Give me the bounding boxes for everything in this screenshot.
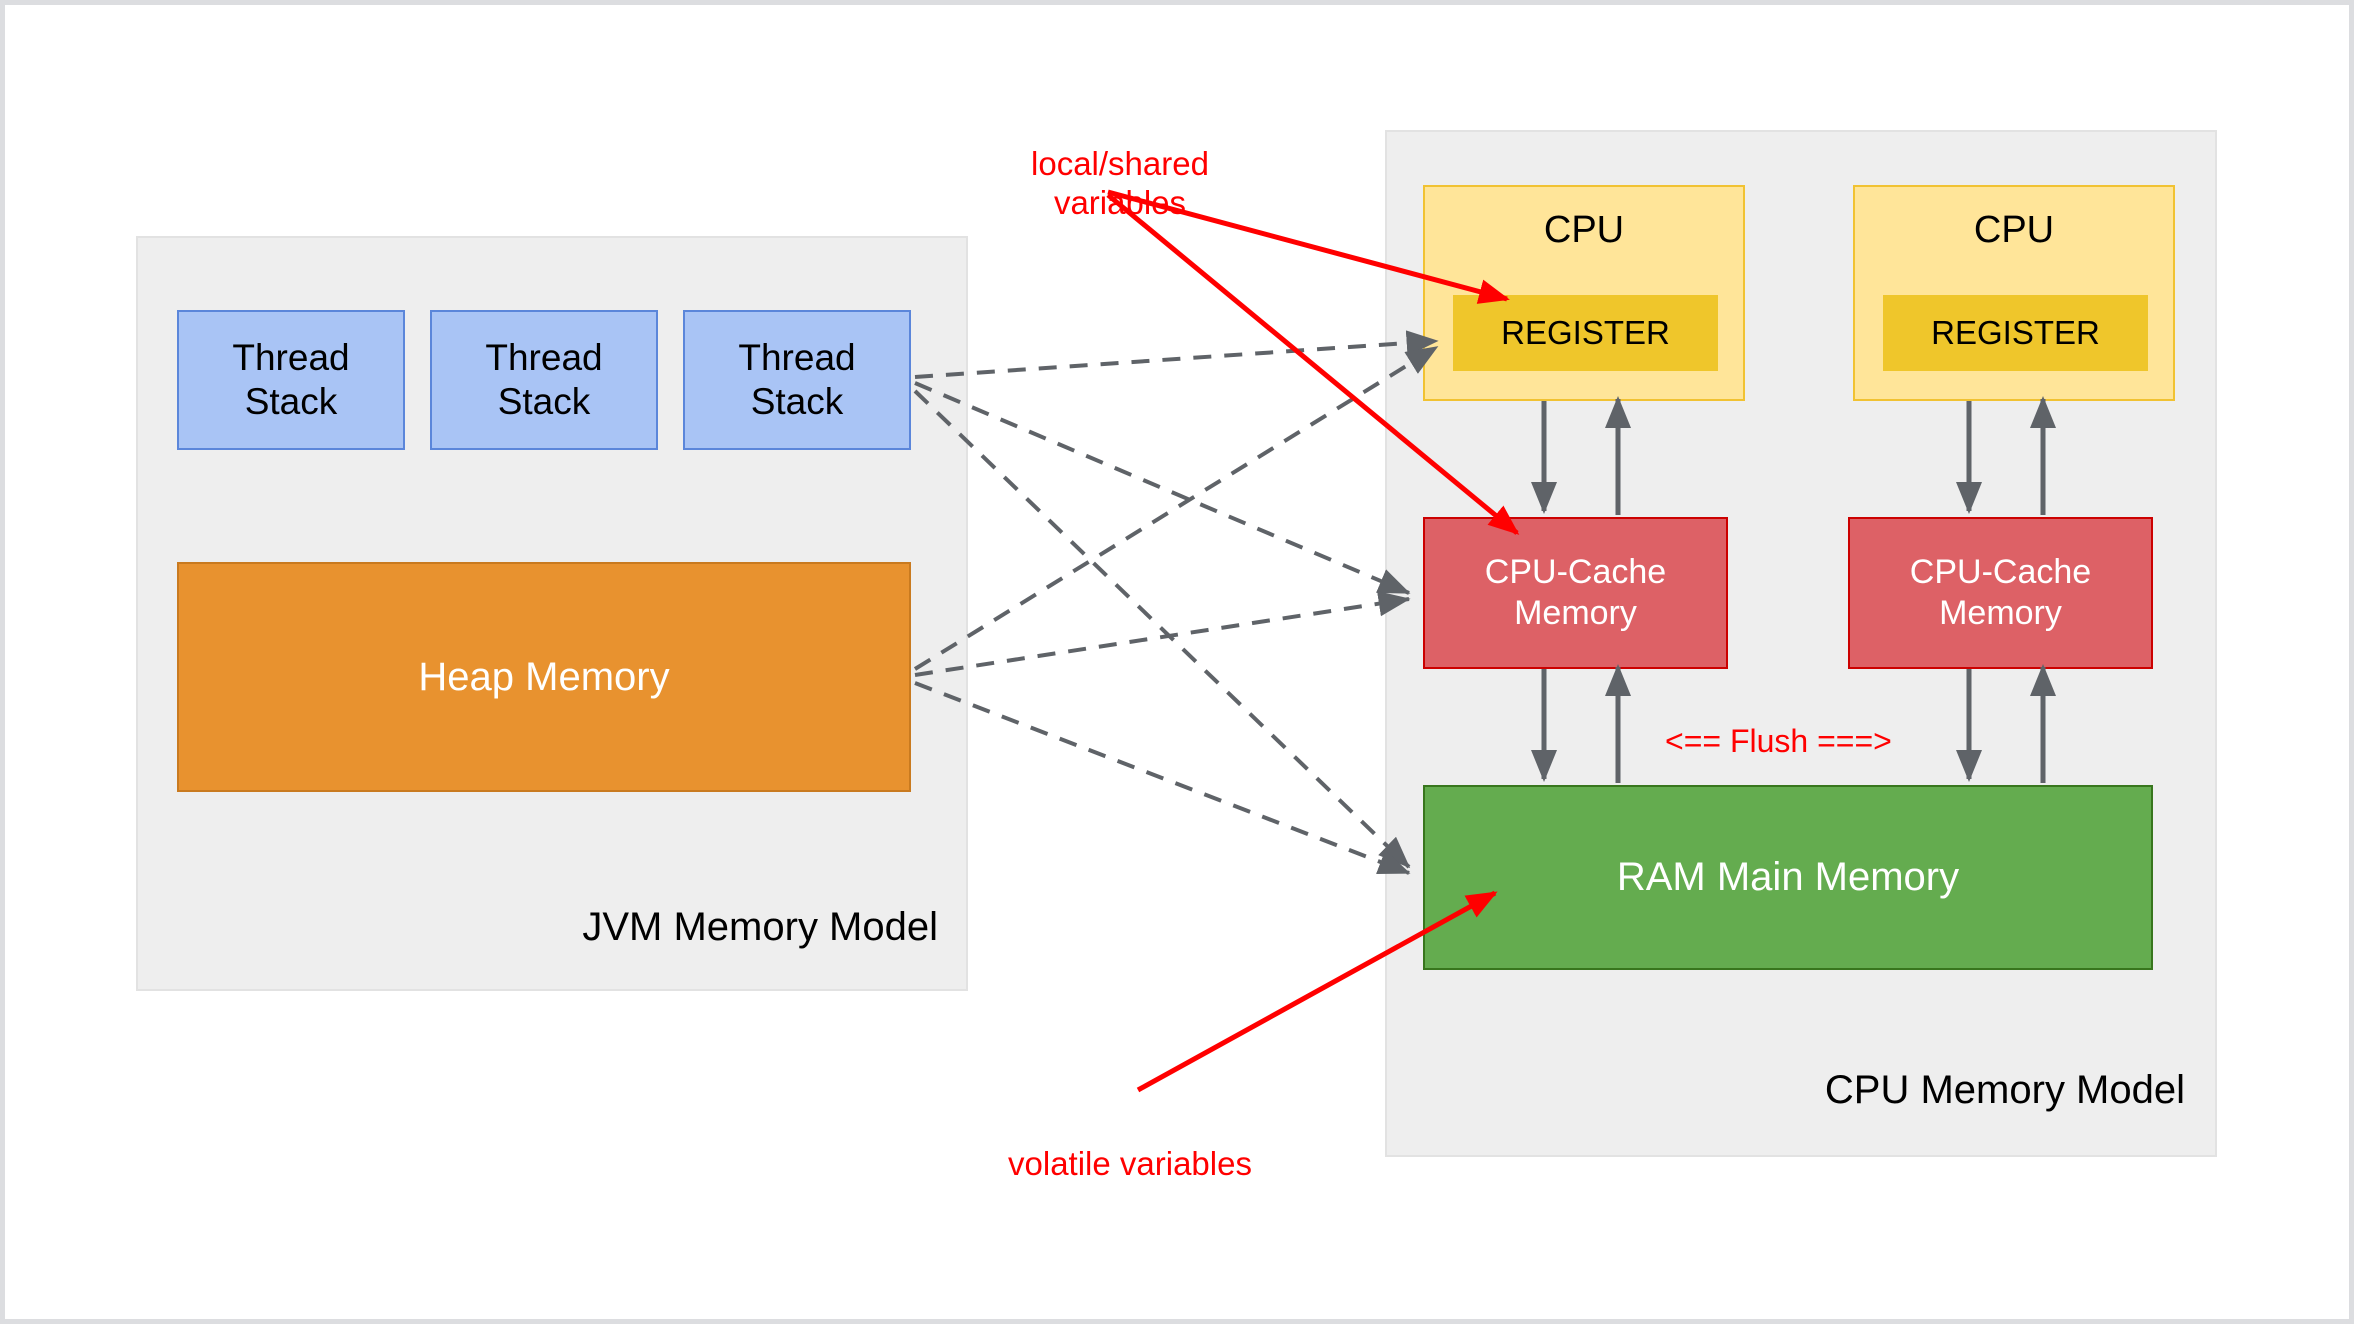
cpu-label-1: CPU	[1543, 209, 1625, 251]
register-label-1: REGISTER	[1501, 314, 1670, 351]
cpu-cache-label-2: CPU-Cache Memory	[1909, 552, 2092, 632]
thread-stack-label-1: Thread Stack	[232, 337, 350, 422]
local-shared-variables-annotation: local/shared variables	[1031, 144, 1209, 221]
cpu-panel-title: CPU Memory Model	[1824, 1068, 2185, 1112]
connector-threadstack-to-ram	[913, 389, 1411, 869]
connector-threadstack-to-cache	[914, 381, 1411, 595]
connector-heap-to-ram	[914, 681, 1411, 875]
heap-memory-box: Heap Memory	[177, 562, 911, 792]
register-box-2: REGISTER	[1883, 295, 2148, 371]
heap-memory-label: Heap Memory	[418, 654, 670, 699]
connector-heap-to-cache	[914, 590, 1411, 677]
thread-stack-label-3: Thread Stack	[738, 337, 856, 422]
thread-stack-label-2: Thread Stack	[485, 337, 603, 422]
volatile-variables-annotation: volatile variables	[1008, 1144, 1252, 1182]
connector-threadstack-to-register	[914, 330, 1439, 379]
connector-heap-to-register	[913, 345, 1439, 671]
jvm-panel-title: JVM Memory Model	[582, 905, 938, 949]
thread-stack-box-3: Thread Stack	[683, 310, 911, 450]
cpu-cache-label-1: CPU-Cache Memory	[1484, 552, 1667, 632]
thread-stack-box-1: Thread Stack	[177, 310, 405, 450]
ram-main-memory-box: RAM Main Memory	[1423, 785, 2153, 970]
thread-stack-box-2: Thread Stack	[430, 310, 658, 450]
cpu-label-2: CPU	[1973, 209, 2055, 251]
cpu-cache-box-2: CPU-Cache Memory	[1848, 517, 2153, 669]
cpu-cache-box-1: CPU-Cache Memory	[1423, 517, 1728, 669]
ram-main-memory-label: RAM Main Memory	[1616, 855, 1960, 899]
flush-label: <== Flush ===>	[1665, 723, 1892, 759]
register-label-2: REGISTER	[1931, 314, 2100, 351]
register-box-1: REGISTER	[1453, 295, 1718, 371]
